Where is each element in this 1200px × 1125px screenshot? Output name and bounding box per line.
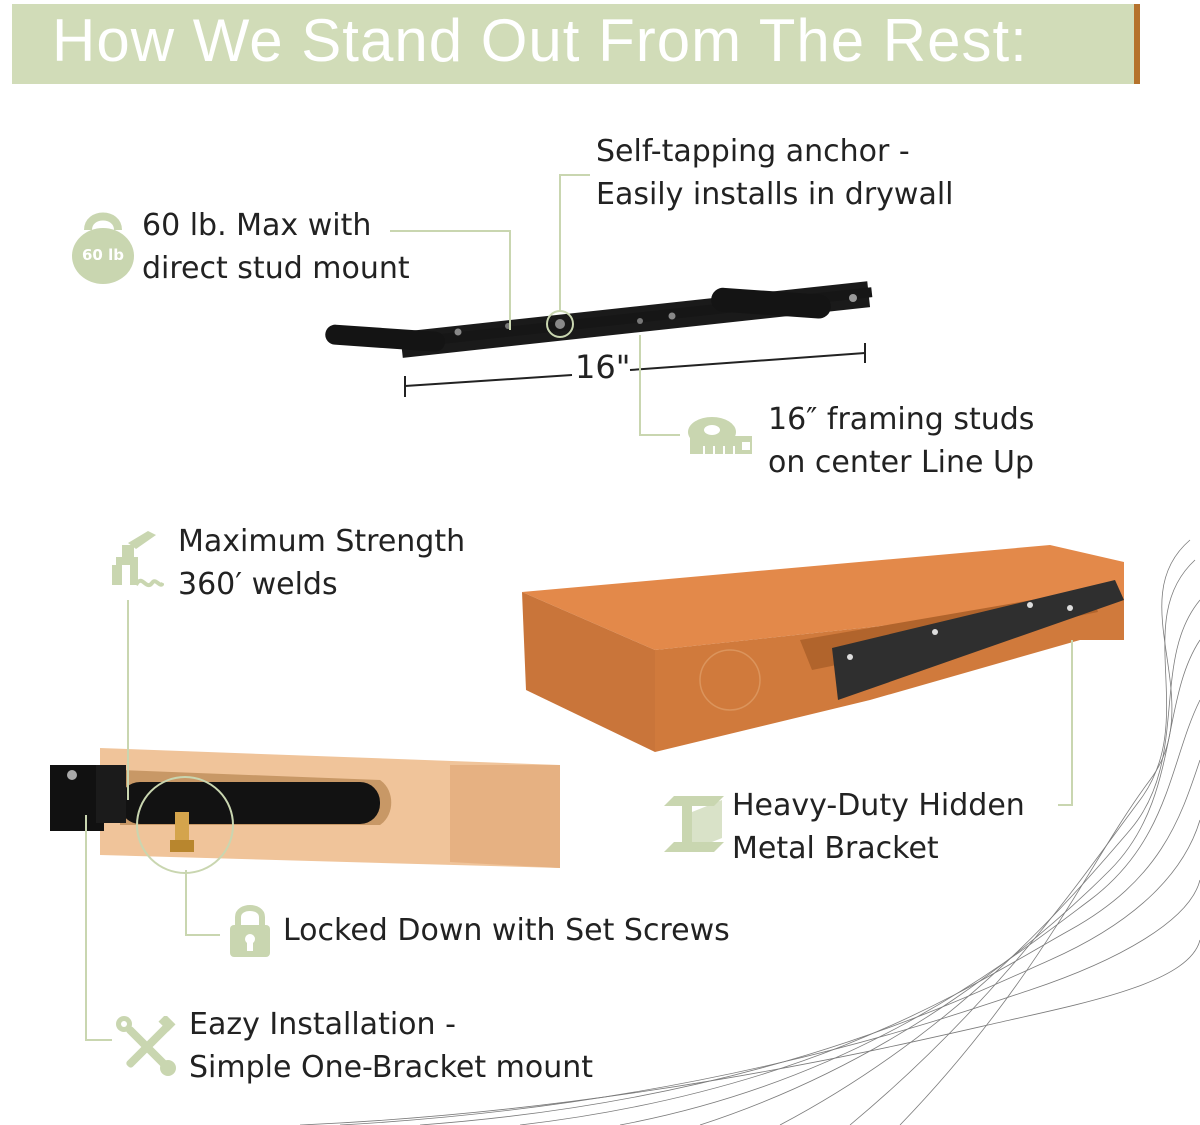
install-line2: Simple One-Bracket mount — [189, 1050, 594, 1085]
studs-line2: on center Line Up — [768, 445, 1035, 480]
bracket-line1: Heavy-Duty Hidden — [732, 788, 1025, 823]
right-shelf — [522, 545, 1124, 752]
screws-line1: Locked Down with Set Screws — [283, 913, 730, 948]
wall-plate — [50, 765, 104, 831]
anchor-label: Self-tapping anchor - Easily installs in… — [596, 130, 954, 216]
max-load-label: 60 lb. Max with direct stud mount — [142, 204, 410, 290]
bracket-line2: Metal Bracket — [732, 831, 939, 866]
weight-icon: 60 lb — [72, 206, 134, 286]
header-banner: How We Stand Out From The Rest: — [12, 4, 1140, 84]
tools-icon — [116, 1014, 178, 1082]
bracket-rod-right — [711, 287, 831, 319]
decorative-waves — [299, 539, 1200, 1125]
studs-label: 16″ framing studs on center Line Up — [768, 398, 1034, 484]
welding-icon — [108, 525, 165, 601]
leader-lines-bottom — [85, 600, 1073, 1041]
leader-lines-top — [390, 174, 680, 436]
tape-measure-icon — [686, 414, 756, 462]
welds-line2: 360′ welds — [178, 567, 338, 602]
install-line1: Eazy Installation - — [189, 1007, 456, 1042]
welds-line1: Maximum Strength — [178, 524, 466, 559]
dimension-line — [404, 343, 866, 397]
max-load-line1: 60 lb. Max with — [142, 208, 372, 243]
top-bracket — [325, 281, 873, 358]
dimension-label: 16" — [575, 348, 631, 386]
install-label: Eazy Installation - Simple One-Bracket m… — [189, 1003, 593, 1089]
steel-beam-icon — [660, 792, 726, 864]
welds-label: Maximum Strength 360′ welds — [178, 520, 465, 606]
anchor-line2: Easily installs in drywall — [596, 177, 954, 212]
page-title: How We Stand Out From The Rest: — [52, 7, 1028, 74]
left-shelf — [50, 748, 560, 874]
max-load-line2: direct stud mount — [142, 251, 410, 286]
weight-icon-label: 60 lb — [82, 246, 124, 264]
welded-rod — [120, 782, 380, 824]
bracket-rod-left — [325, 324, 446, 352]
lock-icon — [228, 903, 272, 963]
screws-label: Locked Down with Set Screws — [283, 909, 730, 952]
studs-line1: 16″ framing studs — [768, 402, 1035, 437]
anchor-line1: Self-tapping anchor - — [596, 134, 910, 169]
banner-accent-bar — [1134, 4, 1140, 84]
hidden-bracket — [832, 580, 1124, 700]
bracket-label: Heavy-Duty Hidden Metal Bracket — [732, 784, 1025, 870]
